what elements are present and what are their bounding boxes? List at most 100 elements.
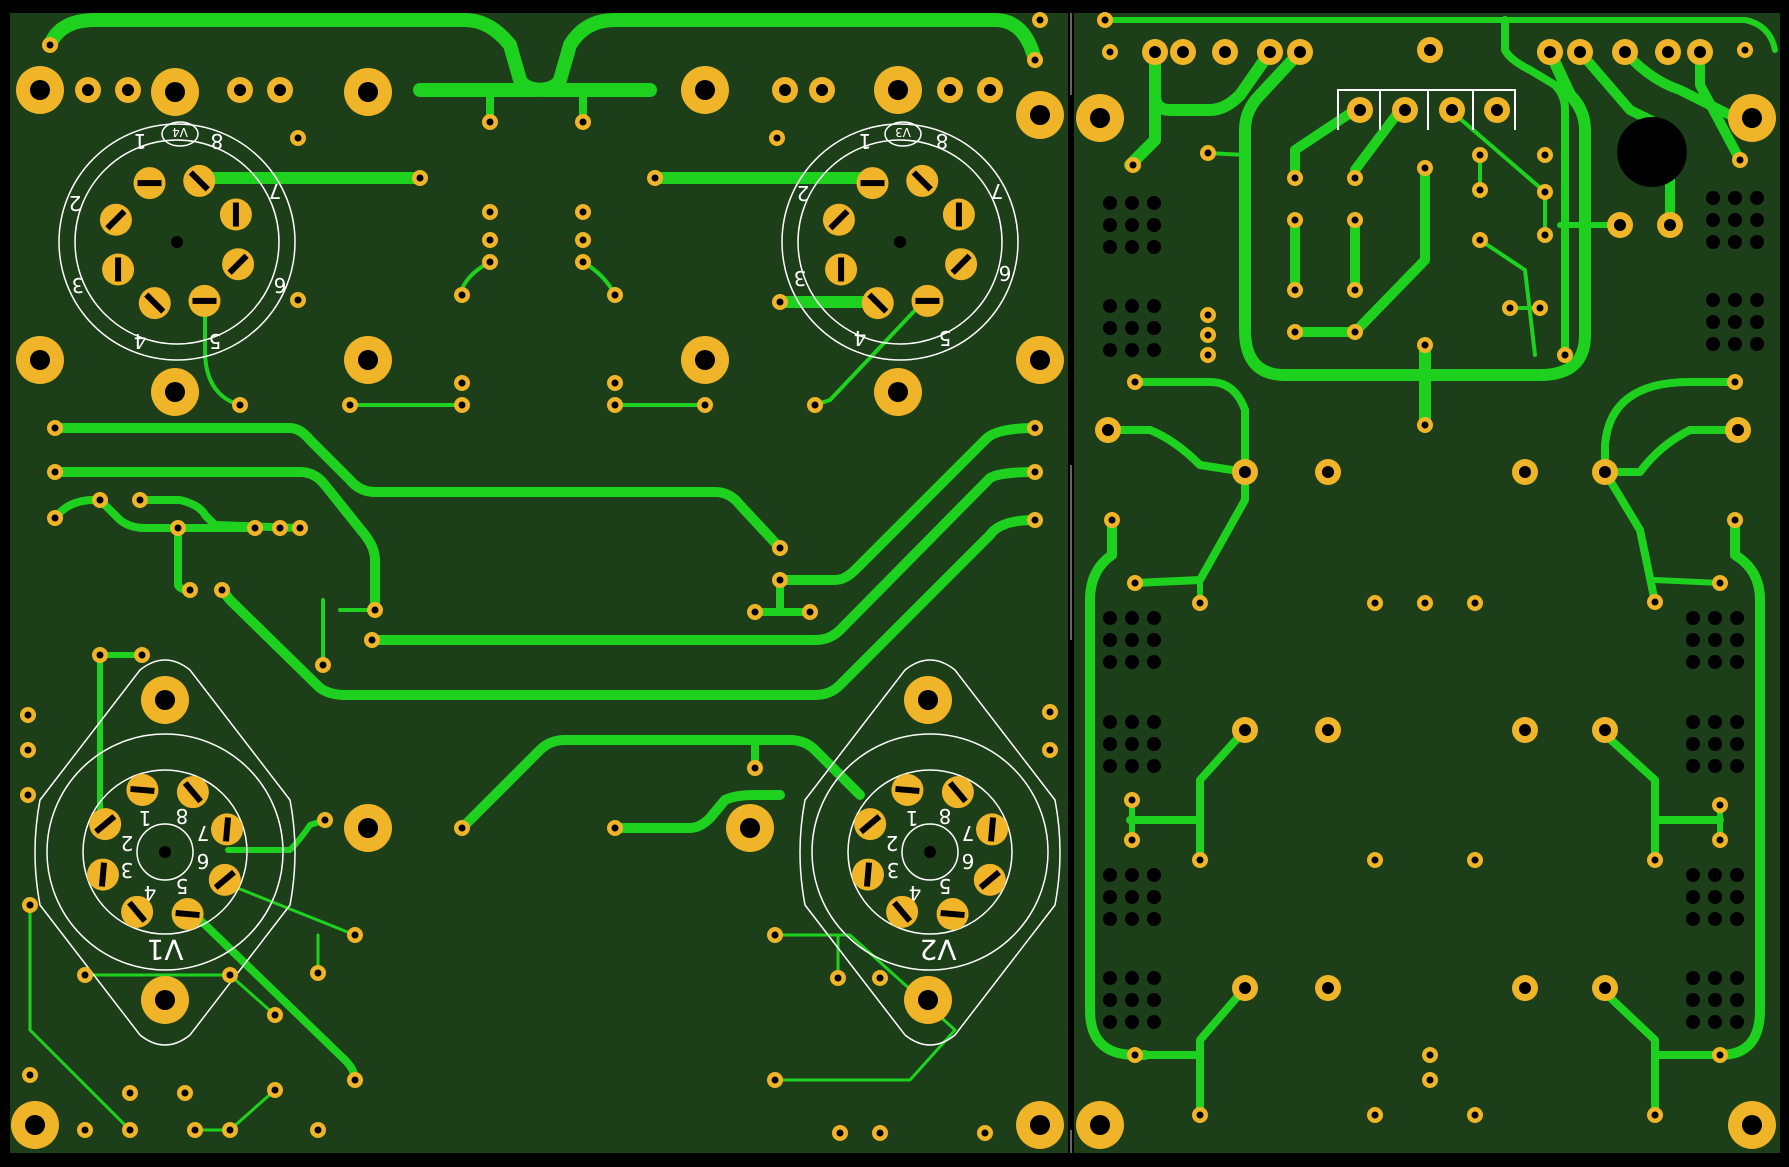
via [315, 657, 331, 673]
tube-v2-pins-pin [976, 813, 1009, 846]
mounting-pad [681, 336, 729, 384]
tube-v1-pin-8-label: 8 [176, 804, 189, 828]
tube-v2-pin-8-label: 8 [939, 804, 952, 828]
via [1737, 42, 1753, 58]
via [872, 970, 888, 986]
via [292, 520, 308, 536]
tube-v4-pin-2-label: 2 [69, 191, 82, 215]
tube-v4-outline-outer [58, 123, 296, 361]
via [1027, 52, 1043, 68]
via [1502, 300, 1518, 316]
tube-v2-pins-pin [851, 858, 884, 891]
via [412, 170, 428, 186]
tube-v4-pin-8-label: 8 [211, 129, 224, 153]
trace [321, 598, 374, 667]
via-grid [1686, 611, 1744, 669]
via [607, 287, 623, 303]
via [1124, 832, 1140, 848]
tube-v3-pin-5-label: 5 [939, 326, 952, 350]
tube-v3-label: V3 [895, 125, 911, 139]
mounting-pad [681, 66, 729, 114]
via [1200, 145, 1216, 161]
pad [1142, 39, 1168, 65]
mounting-pad [1728, 1101, 1776, 1149]
tube-v1-pins-pin [89, 808, 122, 841]
mounting-pad [1076, 1101, 1124, 1149]
via [1287, 282, 1303, 298]
via [182, 582, 198, 598]
tube-v2-pins-pin [973, 863, 1006, 896]
mounting-pad [151, 68, 199, 116]
mounting-pad [874, 66, 922, 114]
tube-v3-outline-outer [781, 123, 1019, 361]
via [802, 604, 818, 620]
via [1417, 417, 1433, 433]
tube-v1-pin-5-label: 5 [176, 874, 189, 898]
tube-v3-pins-pin [911, 284, 944, 317]
via [77, 967, 93, 983]
mounting-pad [344, 336, 392, 384]
via [772, 540, 788, 556]
via [607, 820, 623, 836]
via [977, 1125, 993, 1141]
via [1712, 575, 1728, 591]
pad [772, 77, 798, 103]
pad [1592, 459, 1618, 485]
pad [1232, 459, 1258, 485]
pad [1392, 97, 1418, 123]
tube-v1-pin-4-label: 4 [144, 881, 157, 905]
tube-v1-pins-center [159, 846, 171, 858]
via [1537, 227, 1553, 243]
trace [1107, 17, 1778, 53]
via [454, 397, 470, 413]
tube-v3-pin-3-label: 3 [794, 266, 807, 290]
tube-v4-pins-pin [222, 248, 255, 281]
pad [809, 77, 835, 103]
via [575, 254, 591, 270]
via [772, 294, 788, 310]
tube-v1-outline-outer [46, 733, 284, 971]
pad [1484, 97, 1510, 123]
tube-v2-pins-pin [941, 776, 974, 809]
pad [1170, 39, 1196, 65]
tube-v3-pins-pin [856, 167, 889, 200]
pad [1232, 975, 1258, 1001]
tube-v2-outline-inner [847, 769, 1013, 935]
pads [11, 12, 1776, 1149]
via [1472, 182, 1488, 198]
via [92, 647, 108, 663]
tube-v4-pin-5-label: 5 [209, 329, 222, 353]
header-outline [1337, 89, 1516, 130]
trace [773, 933, 957, 1082]
via [1727, 512, 1743, 528]
trace [1601, 378, 1739, 606]
via [1537, 184, 1553, 200]
tube-v4-pin-4-label: 4 [134, 329, 147, 353]
mounting-pad [874, 368, 922, 416]
trace [1126, 726, 1249, 864]
tube-v4-pins-center [171, 236, 183, 248]
via [1647, 1107, 1663, 1123]
trace [51, 495, 254, 532]
mounting-pad [151, 368, 199, 416]
via [342, 397, 358, 413]
tube-v3-outline-inner [797, 139, 1003, 345]
via [77, 1122, 93, 1138]
via [1127, 1047, 1143, 1063]
pad [1612, 39, 1638, 65]
via [20, 707, 36, 723]
tube-v1-pin-7-label: 7 [197, 821, 210, 845]
via [1192, 1107, 1208, 1123]
pad [1232, 717, 1258, 743]
via-grids [1103, 191, 1764, 1029]
mounting-pad [1016, 336, 1064, 384]
via [1422, 1072, 1438, 1088]
via [807, 397, 823, 413]
via [1125, 157, 1141, 173]
silkscreen-text: V4 V3 V1 V2 1 2 3 4 5 6 7 8 1 2 3 4 5 6 … [69, 125, 1012, 966]
tube-v2-outline-plate [799, 659, 1061, 1046]
via [1712, 1047, 1728, 1063]
via-grid [1686, 868, 1744, 926]
via [267, 1082, 283, 1098]
via-grid [1686, 971, 1744, 1029]
